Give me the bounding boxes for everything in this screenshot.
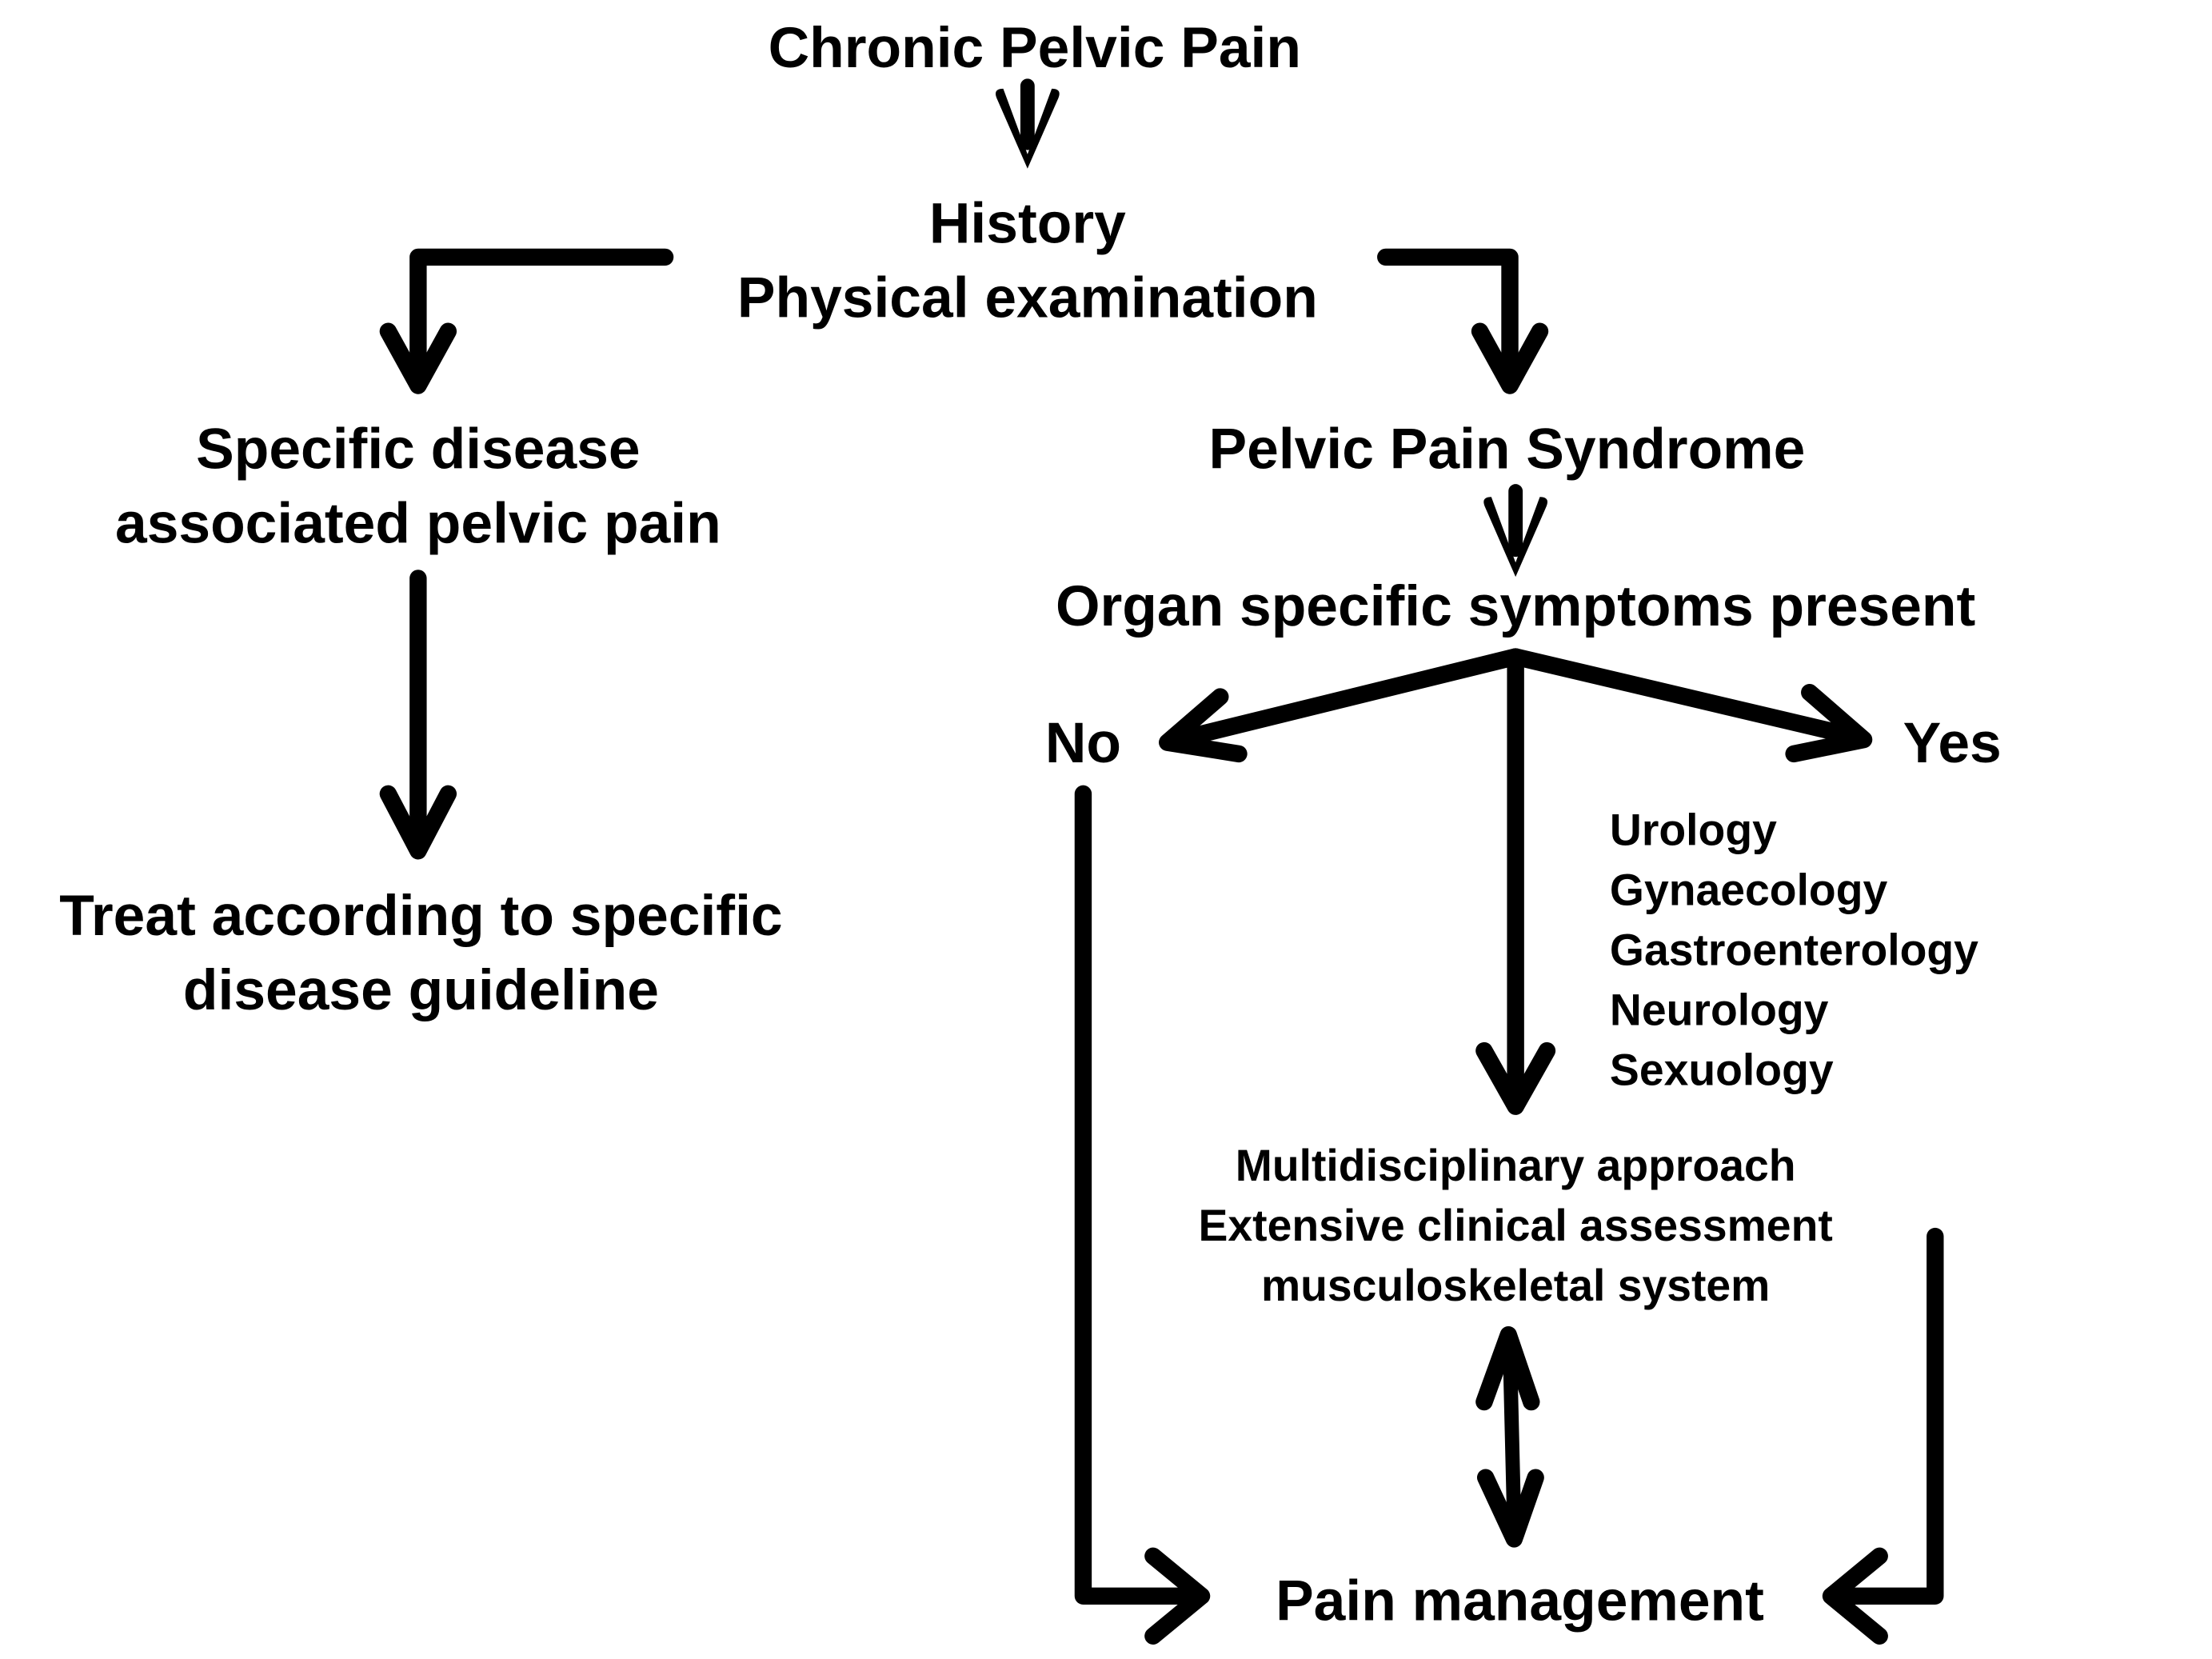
- node-multidisciplinary-approach: Multidisciplinary approach: [1236, 1141, 1796, 1190]
- arrow-organ-to-multidisciplinary: [1475, 650, 1556, 1115]
- arrow-specific-disease-to-treat: [379, 570, 457, 860]
- specialty-neurology: Neurology: [1610, 985, 1829, 1034]
- arrow-history-to-pelvic-pain-syndrome: [1377, 248, 1549, 394]
- node-specific-disease: Specific disease: [196, 418, 640, 482]
- node-associated-pelvic-pain: associated pelvic pain: [115, 491, 721, 555]
- node-treat-guideline: Treat according to specific: [59, 884, 782, 948]
- arrow-history-to-specific-disease: [379, 248, 674, 394]
- specialty-urology: Urology: [1610, 806, 1777, 855]
- node-no: No: [1045, 711, 1121, 775]
- node-extensive-clinical-assessment: Extensive clinical assessment: [1199, 1201, 1833, 1250]
- arrow-syndrome-to-organ: [1483, 484, 1548, 578]
- node-yes: Yes: [1903, 711, 2002, 775]
- node-musculoskeletal-system: musculoskeletal system: [1261, 1261, 1770, 1310]
- node-history: History: [929, 192, 1126, 256]
- node-organ-specific-symptoms: Organ specific symptoms present: [1056, 574, 1975, 638]
- node-pain-management: Pain management: [1276, 1569, 1764, 1633]
- arrow-yes-to-pain-management: [1822, 1227, 1944, 1645]
- arrow-title-to-history: [995, 78, 1060, 169]
- specialty-sexuology: Sexuology: [1610, 1045, 1834, 1094]
- arrow-no-to-pain-management: [1074, 785, 1211, 1645]
- specialty-gastroenterology: Gastroenterology: [1610, 925, 1978, 975]
- arrow-organ-to-no: [1159, 648, 1524, 763]
- arrow-bidirectional-multidisciplinary-pain: [1475, 1326, 1544, 1548]
- node-treat-guideline-line2: disease guideline: [183, 958, 659, 1022]
- specialty-list: Urology Gynaecology Gastroenterology Neu…: [1610, 806, 1978, 1095]
- arrow-organ-to-yes: [1507, 648, 1873, 763]
- node-chronic-pelvic-pain: Chronic Pelvic Pain: [769, 16, 1301, 80]
- node-pelvic-pain-syndrome: Pelvic Pain Syndrome: [1209, 418, 1806, 482]
- node-physical-examination: Physical examination: [737, 266, 1318, 330]
- specialty-gynaecology: Gynaecology: [1610, 865, 1888, 915]
